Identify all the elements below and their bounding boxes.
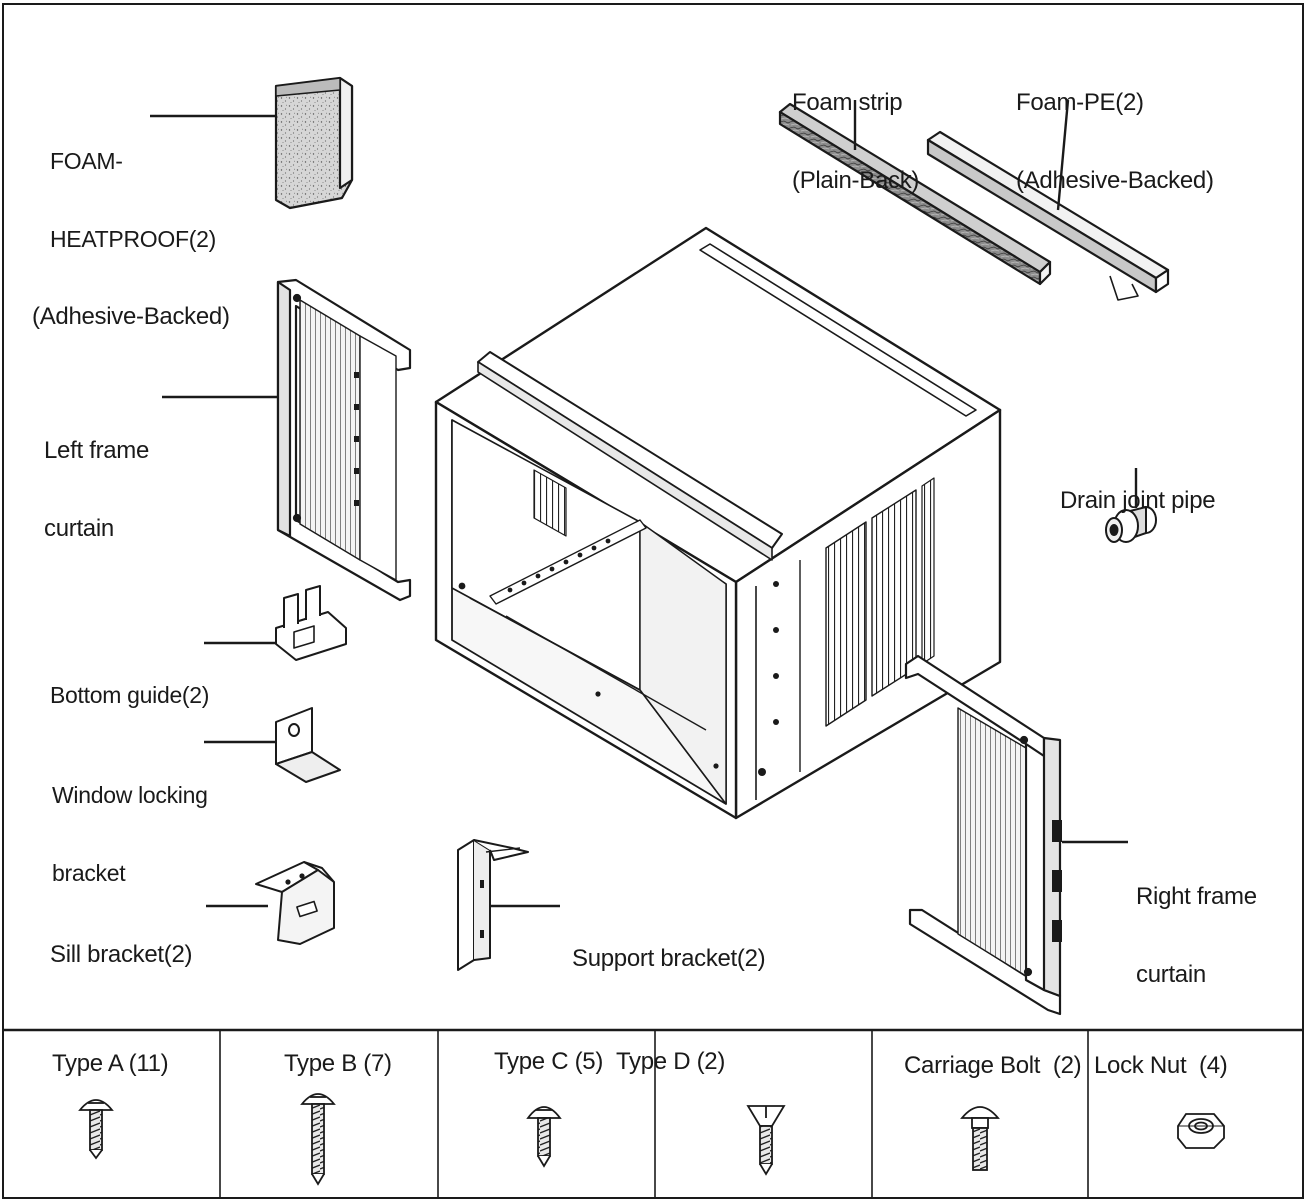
label-type-c: Type C (5) <box>494 1048 604 1075</box>
lock-nut-icon <box>1177 1113 1225 1149</box>
label-bottom-guide: Bottom guide(2) <box>50 682 210 708</box>
label-support-bracket: Support bracket(2) <box>572 945 766 972</box>
type-b-screw-icon <box>300 1093 336 1186</box>
right-frame-curtain-part <box>904 654 1062 1016</box>
label-lock-nut: Lock Nut (4) <box>1094 1052 1228 1079</box>
label-sill-bracket: Sill bracket(2) <box>50 941 193 968</box>
label-type-b: Type B (7) <box>284 1050 392 1077</box>
label-left-frame-curtain: Left frame curtain <box>44 437 150 542</box>
foam-strip-part <box>778 102 1052 286</box>
label-foam-pe: Foam-PE(2) (Adhesive-Backed) <box>1016 89 1214 194</box>
label-carriage-bolt: Carriage Bolt (2) <box>904 1052 1082 1079</box>
label-type-a: Type A (11) <box>52 1050 169 1077</box>
support-bracket-part <box>457 839 529 971</box>
type-d-screw-icon <box>746 1105 786 1176</box>
hardware-table: Type A (11) Type B (7) Type C (5) Type D… <box>2 1030 1304 1199</box>
bottom-guide-part <box>275 585 347 661</box>
label-type-d: Type D (2) <box>616 1048 726 1075</box>
carriage-bolt-icon <box>960 1106 1000 1171</box>
foam-pe-part <box>926 130 1170 301</box>
type-a-screw-icon <box>78 1099 114 1160</box>
sill-bracket-part <box>255 861 335 945</box>
label-drain-joint-pipe: Drain joint pipe <box>1060 487 1216 514</box>
left-frame-curtain-part <box>276 278 412 602</box>
cabinet-sleeve-part <box>434 226 1002 820</box>
label-foam-strip: Foam strip (Plain-Back) <box>792 89 920 194</box>
label-window-locking-bracket: Window locking bracket <box>52 782 208 886</box>
label-right-frame-curtain: Right frame curtain <box>1136 883 1257 988</box>
type-c-screw-icon <box>526 1106 562 1168</box>
diagram-frame <box>2 3 1304 1199</box>
drain-joint-pipe-part <box>1105 506 1157 543</box>
leader-line-foam-pe <box>1056 99 1070 211</box>
foam-heatproof-part <box>274 76 354 210</box>
label-foam-heatproof: FOAM- HEATPROOF(2) (Adhesive-Backed) <box>32 148 230 330</box>
window-locking-bracket-part <box>275 707 341 783</box>
